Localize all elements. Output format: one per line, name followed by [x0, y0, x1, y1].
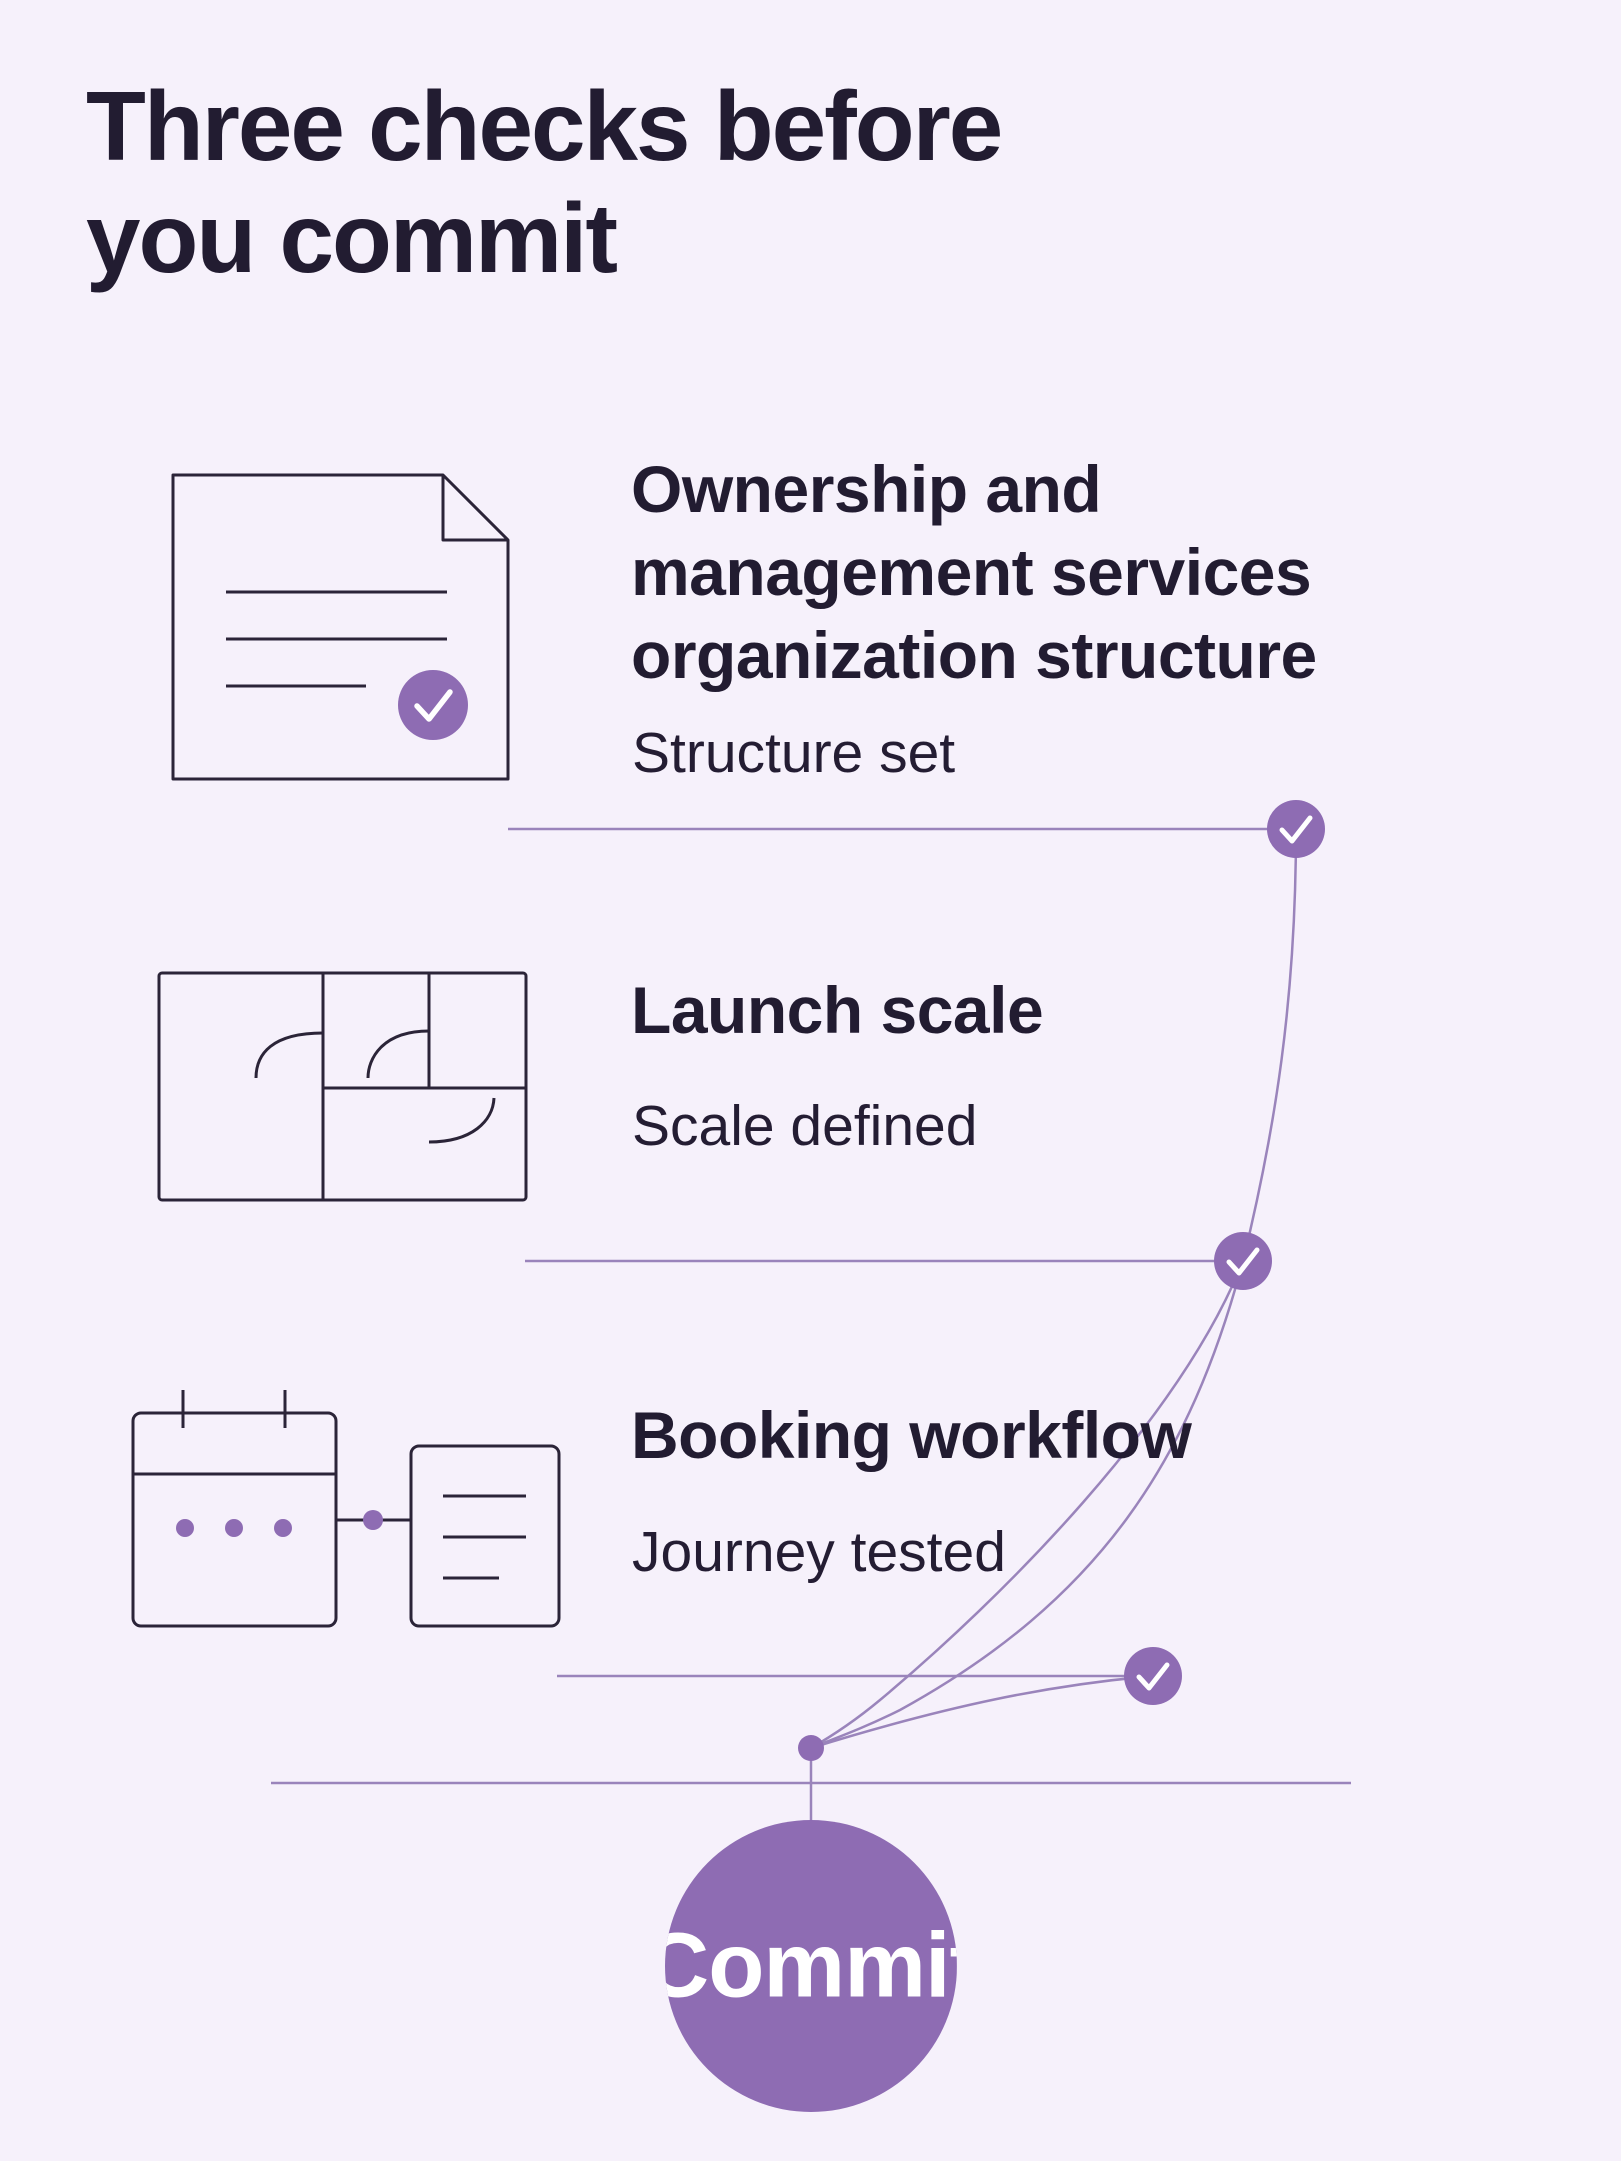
document-check-icon: [171, 473, 510, 781]
check-status-launch-scale: Scale defined: [632, 1094, 978, 1158]
curve-check3-to-commit: [810, 1674, 1154, 1750]
commit-label: Commit: [665, 1914, 957, 2017]
curve-check2-to-commit-a: [810, 1260, 1245, 1750]
check-marker-3: [1124, 1647, 1182, 1705]
check-marker-2: [1214, 1232, 1272, 1290]
check-status-booking-workflow: Journey tested: [632, 1520, 1006, 1584]
checkmark-icon: [1226, 1247, 1260, 1276]
floor-plan-icon: [157, 971, 528, 1202]
calendar-booking-icon: [131, 1390, 561, 1628]
check-status-ownership: Structure set: [632, 721, 956, 785]
check-title-booking-workflow: Booking workflow: [631, 1398, 1192, 1472]
check-title-launch-scale: Launch scale: [631, 973, 1044, 1047]
check-marker-1: [1267, 800, 1325, 858]
checkmark-icon: [1136, 1662, 1170, 1691]
check-title-ownership: Ownership and management services organi…: [631, 452, 1317, 692]
curve-check2-to-commit-b: [810, 1260, 1245, 1750]
curve-check1-to-check2: [1241, 828, 1298, 1262]
checkmark-icon: [1279, 815, 1313, 844]
commit-button[interactable]: Commit: [665, 1820, 957, 2112]
junction-dot: [798, 1735, 824, 1761]
page-title: Three checks before you commit: [86, 71, 1003, 293]
